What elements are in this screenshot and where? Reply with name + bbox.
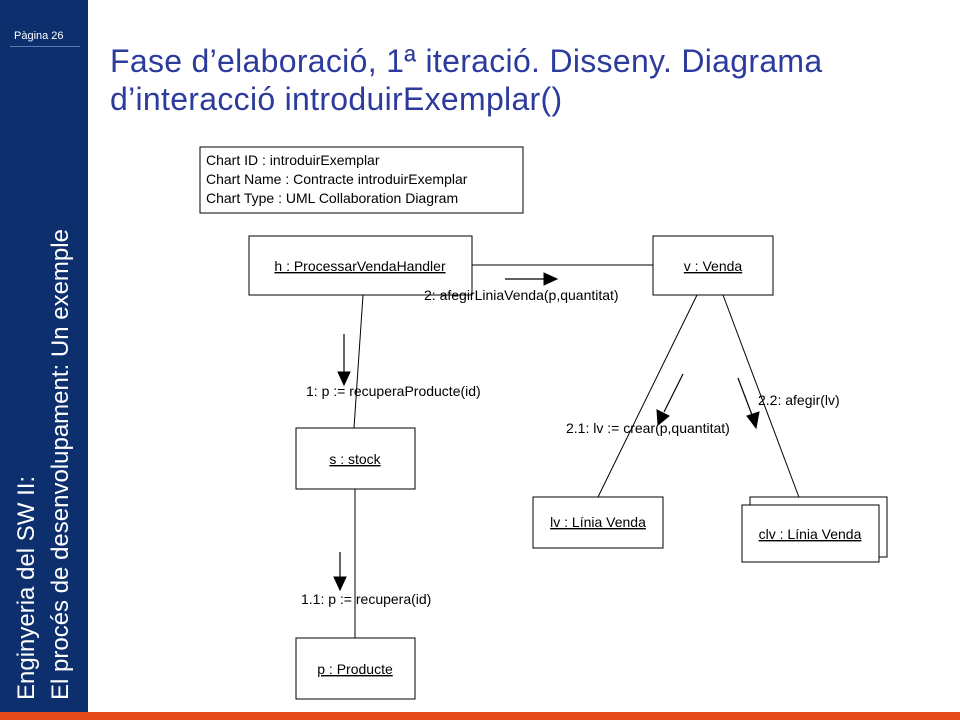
sidebar: Pàgina 26 Enginyeria del SW II: El procé…: [0, 0, 88, 712]
object-producte-label: p : Producte: [317, 661, 393, 677]
object-stock-label: s : stock: [329, 451, 381, 467]
page-number: Pàgina 26: [14, 30, 64, 42]
link-handler-stock: [353, 294, 364, 429]
message-label-2-2: 2.2: afegir(lv): [758, 392, 840, 408]
chart-info-note: Chart ID : introduirExemplar Chart Name …: [199, 146, 524, 214]
slide-title-line-2: d’interacció introduirExemplar(): [110, 81, 563, 117]
link-venda-linia: [597, 294, 698, 498]
object-coleccio-linia-venda[interactable]: clv : Línia Venda: [741, 496, 888, 563]
note-line-1: Chart ID : introduirExemplar: [206, 152, 380, 168]
object-handler[interactable]: h : ProcessarVendaHandler: [248, 235, 473, 296]
object-venda[interactable]: v : Venda: [652, 235, 774, 296]
slide-title-line-1: Fase d’elaboració, 1ª iteració. Disseny.…: [110, 43, 823, 79]
object-coleccio-label: clv : Línia Venda: [759, 526, 862, 542]
message-arrow-1-1: [333, 552, 347, 592]
message-arrow-2-2: [737, 377, 760, 430]
message-label-1: 1: p := recuperaProducte(id): [306, 383, 481, 399]
slide-title: Fase d’elaboració, 1ª iteració. Disseny.…: [110, 42, 940, 118]
message-arrow-2-1: [656, 373, 684, 427]
object-venda-label: v : Venda: [684, 258, 743, 274]
page-number-divider: [10, 46, 80, 47]
message-arrow-2: [505, 272, 559, 286]
note-line-2: Chart Name : Contracte introduirExemplar: [206, 171, 468, 187]
message-label-1-1: 1.1: p := recupera(id): [301, 591, 431, 607]
bottom-accent-bar: [0, 712, 960, 720]
object-linia-venda-label: lv : Línia Venda: [550, 514, 646, 530]
object-stock[interactable]: s : stock: [295, 427, 416, 490]
message-label-2: 2: afegirLiniaVenda(p,quantitat): [424, 287, 619, 303]
object-handler-label: h : ProcessarVendaHandler: [274, 258, 446, 274]
message-arrow-1: [337, 334, 351, 387]
note-line-3: Chart Type : UML Collaboration Diagram: [206, 190, 458, 206]
object-linia-venda[interactable]: lv : Línia Venda: [532, 496, 664, 549]
link-venda-coleccio: [722, 294, 801, 501]
object-producte[interactable]: p : Producte: [295, 637, 416, 700]
message-label-2-1: 2.1: lv := crear(p,quantitat): [566, 420, 730, 436]
